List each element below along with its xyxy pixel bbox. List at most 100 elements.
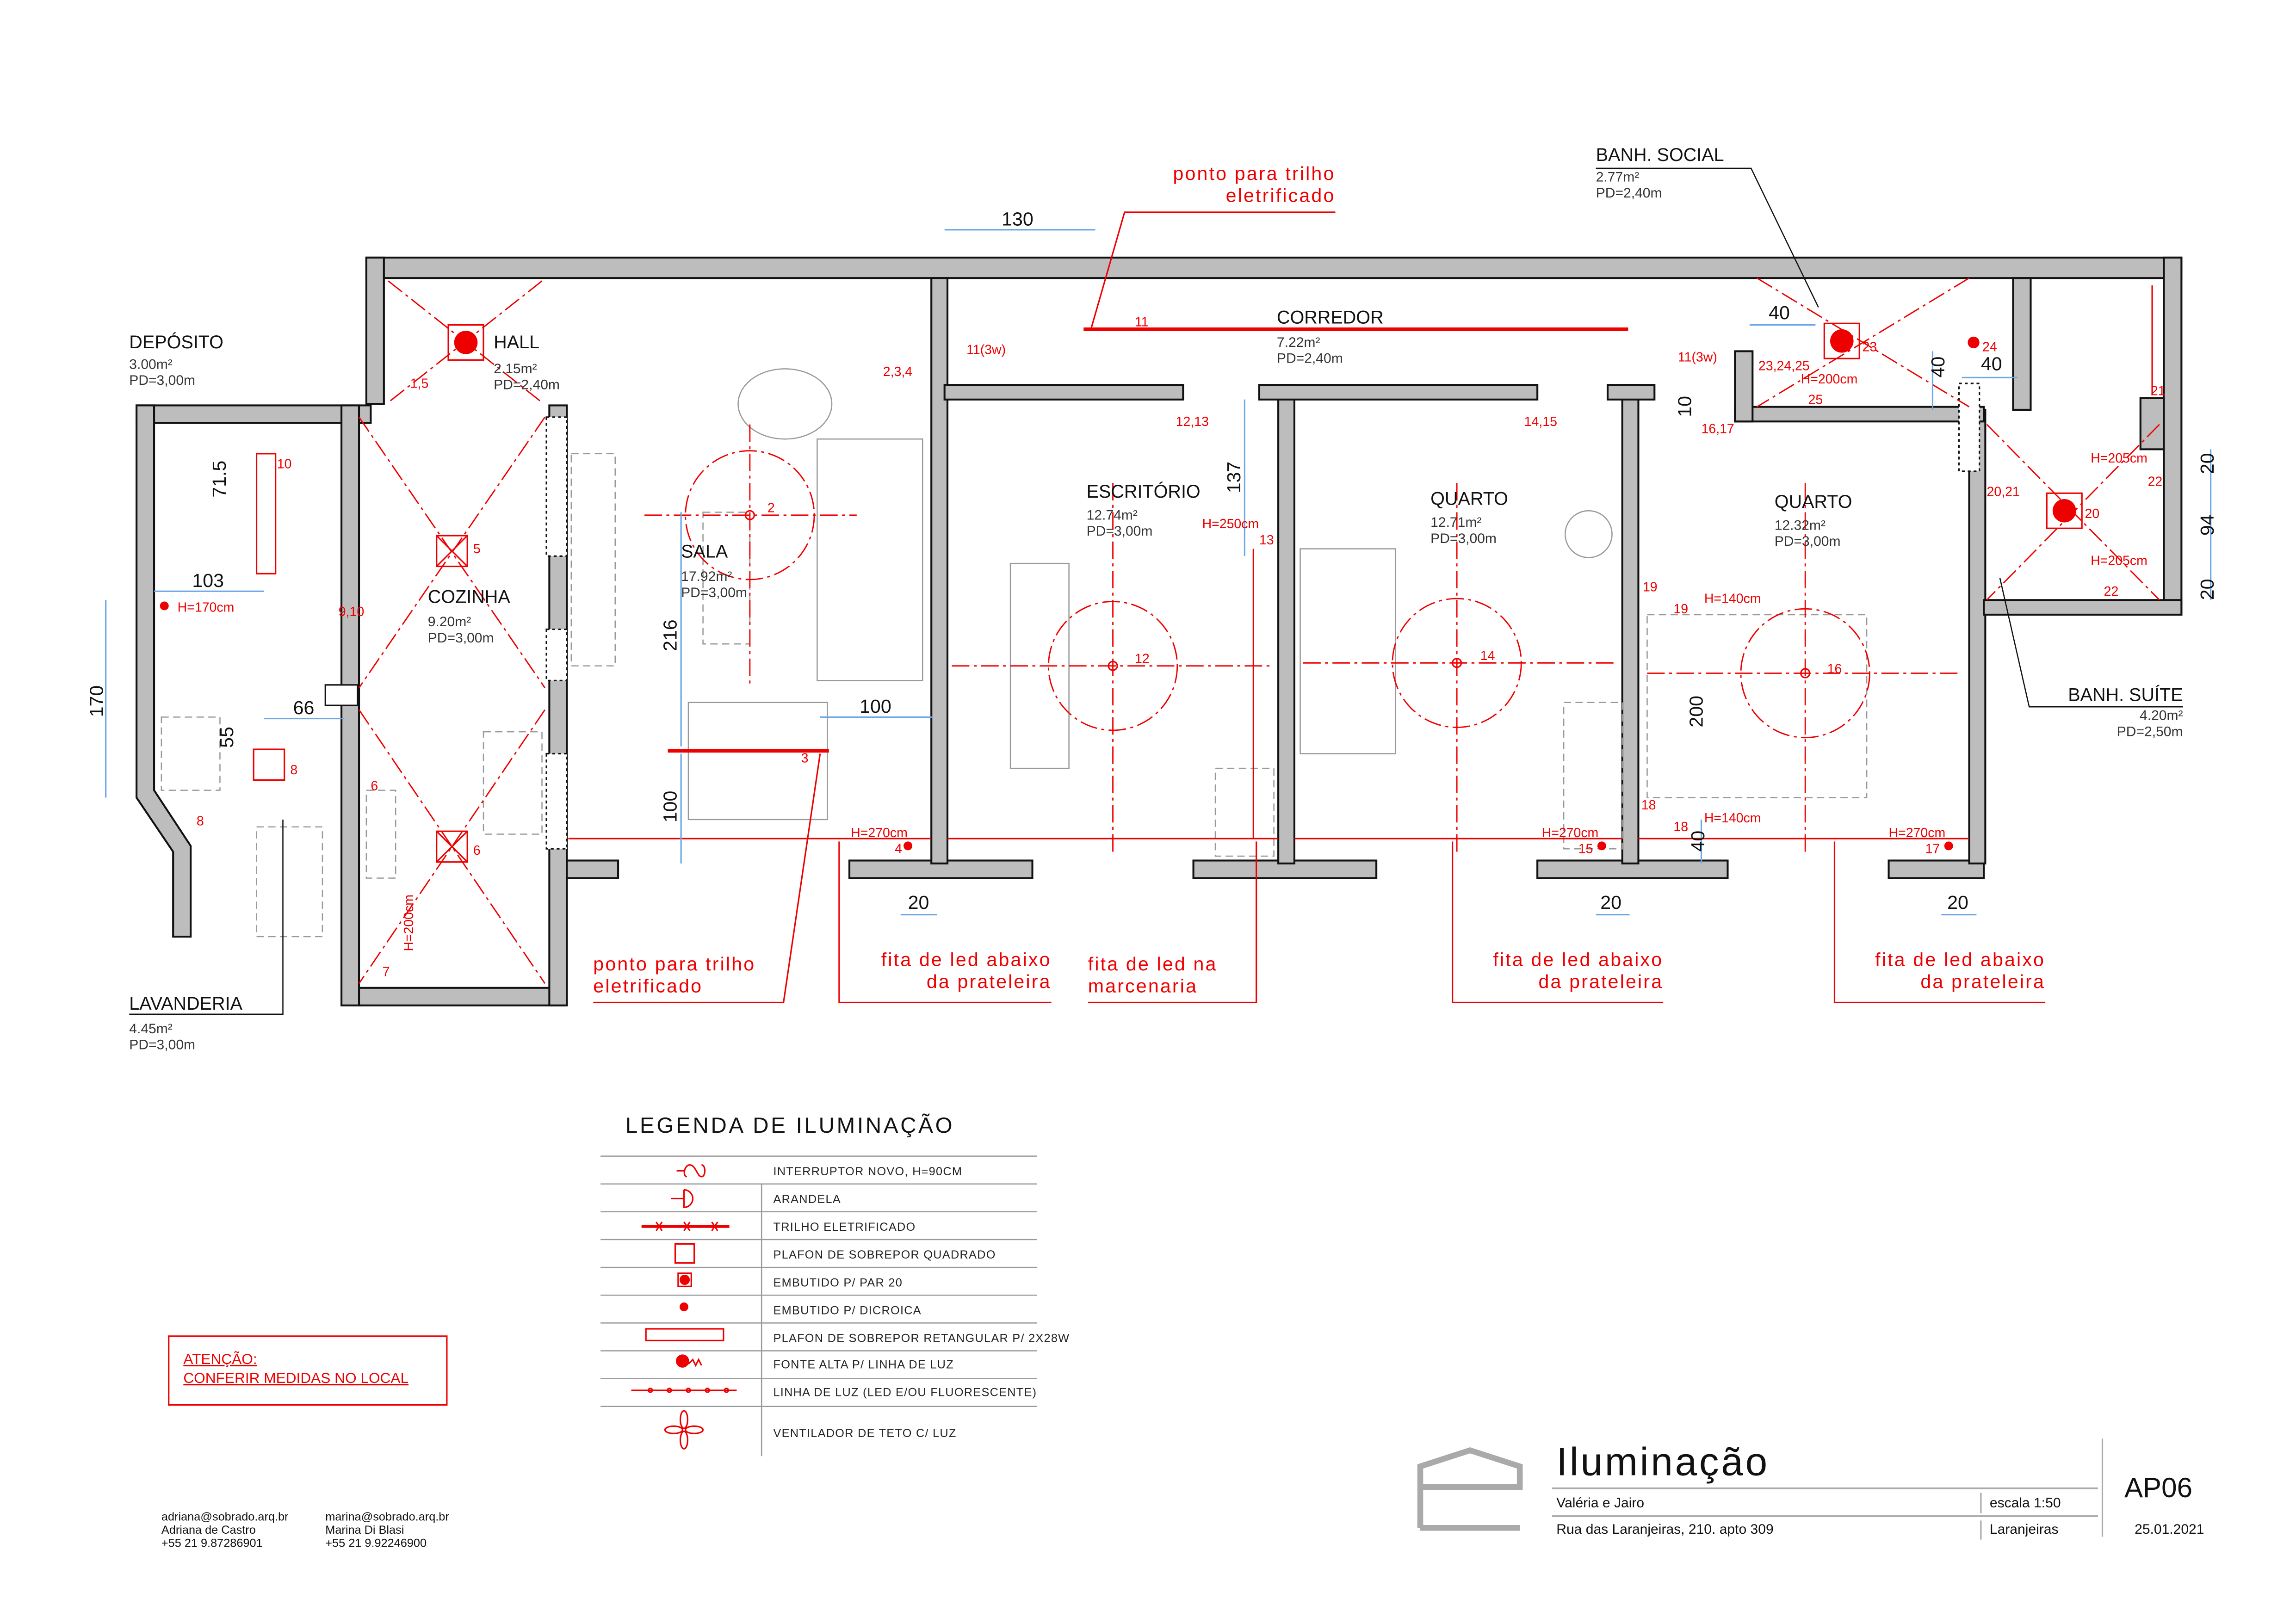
dimension: 20 (1600, 892, 1621, 913)
dimension: 40 (1927, 357, 1949, 378)
annotation-line: fita de led na (1088, 953, 1218, 975)
lighting-layout (160, 211, 2160, 1003)
rectangular-ceiling-light-icon (645, 1328, 724, 1341)
room-name: COZINHA (428, 587, 511, 607)
room-area: 12.74m² (1087, 507, 1138, 523)
annotation-line: fita de led abaixo (881, 949, 1052, 970)
room-ceiling-height: PD=3,00m (129, 373, 195, 388)
room-ceiling-height: PD=2,40m (1596, 185, 1662, 201)
contacts: adriana@sobrado.arq.br Adriana de Castro… (161, 1511, 449, 1550)
fixture-label: H=270cm (1542, 826, 1599, 840)
fixture-label: H=270cm (851, 826, 908, 840)
sobrado-logo (1417, 1447, 1523, 1528)
dimension: 216 (660, 619, 681, 651)
fixture-label: 6 (371, 779, 378, 794)
fixture-label: 2 (767, 500, 775, 515)
room-name: QUARTO (1430, 489, 1508, 509)
fixture-label: 12 (1135, 651, 1150, 666)
contact-phone: +55 21 9.92246900 (325, 1537, 427, 1549)
room-area: 2.15m² (494, 361, 537, 376)
room-name: QUARTO (1775, 492, 1852, 512)
fixture-label: 16,17 (1702, 422, 1734, 437)
room-area: 12.32m² (1775, 518, 1826, 533)
furniture (161, 368, 1868, 938)
dimension: 100 (660, 791, 681, 823)
contact-email: marina@sobrado.arq.br (325, 1511, 449, 1524)
light-line-led (568, 285, 2153, 839)
legend-label: EMBUTIDO P/ DICROICA (773, 1304, 921, 1317)
fixture-label: 19 (1643, 580, 1658, 594)
room-ceiling-height: PD=2,50m (2117, 724, 2183, 740)
fixture-label: 21 (2151, 383, 2166, 398)
fixture-label: 24 (1982, 339, 1997, 354)
dimension: 40 (1769, 302, 1790, 323)
room-labels: DEPÓSITO 3.00m² PD=3,00m HALL 2.15m² PD=… (129, 145, 2183, 1053)
fixture-label: 25 (1808, 392, 1823, 407)
fixture-label: 22 (2148, 474, 2163, 489)
dimension: 103 (192, 570, 224, 591)
fixture-label: 16 (1827, 661, 1842, 676)
fixture-label: 5 (473, 542, 481, 556)
power-supplies (160, 601, 1953, 851)
ceiling-fan-escritorio (952, 483, 1271, 857)
dimension: 94 (2197, 514, 2218, 536)
ceiling-fan-sala (644, 424, 857, 688)
dimension: 55 (216, 727, 237, 748)
room-ceiling-height: PD=3,00m (428, 630, 494, 646)
room-name: ESCRITÓRIO (1087, 481, 1201, 502)
annotation-line: marcenaria (1088, 975, 1198, 996)
legend-label: ARANDELA (773, 1193, 841, 1206)
fixture-label: H=170cm (178, 600, 235, 615)
dimension: 10 (1674, 396, 1695, 417)
fixture-label: 18 (1673, 820, 1688, 834)
warning-box: ATENÇÃO: CONFERIR MEDIDAS NO LOCAL (168, 1335, 448, 1406)
annotation-line: eletrificado (1226, 185, 1336, 206)
annotation-line: da prateleira (1920, 971, 2045, 992)
ceiling-fan-quarto-1 (1303, 483, 1615, 857)
fixture-label: H=140cm (1704, 811, 1761, 826)
room-ceiling-height: PD=3,00m (1430, 531, 1497, 546)
ceiling-fan-quarto-2 (1647, 483, 1962, 857)
annotation-line: ponto para trilho (593, 953, 755, 975)
walls (136, 256, 2183, 1006)
fixture-label: 23 (1863, 339, 1877, 354)
room-name: SALA (681, 542, 728, 562)
fixture-label: 8 (290, 763, 297, 778)
room-area: 7.22m² (1277, 335, 1320, 350)
callout-leaders (593, 211, 2046, 1003)
lighting-legend: LEGENDA DE ILUMINAÇÃO INTERRUPTOR NOVO, … (600, 1113, 1069, 1456)
fixture-label: 22 (2104, 584, 2119, 599)
fixture-label: 20,21 (1987, 485, 2020, 500)
contact-phone: +55 21 9.87286901 (161, 1537, 263, 1549)
annotation-line: ponto para trilho (1173, 163, 1335, 184)
fixture-label: 4 (895, 842, 902, 857)
banh-social-leader (1596, 167, 1819, 308)
fixture-label: 17 (1925, 842, 1940, 857)
dimension: 170 (86, 685, 107, 717)
drawing-title: Iluminação (1556, 1440, 1770, 1484)
fixture-label: H=205cm (2091, 451, 2147, 466)
dimension: 20 (2197, 579, 2218, 600)
track-icon (641, 1222, 730, 1231)
room-name: DEPÓSITO (129, 332, 223, 352)
legend-label: INTERRUPTOR NOVO, H=90CM (773, 1165, 962, 1178)
dimension: 20 (2197, 453, 2218, 474)
room-area: 2.77m² (1596, 169, 1640, 185)
fixture-label: H=270cm (1889, 826, 1946, 840)
legend-label: VENTILADOR DE TETO C/ LUZ (773, 1427, 956, 1440)
room-area: 12.71m² (1430, 515, 1481, 530)
warning-title: ATENÇÃO: (183, 1351, 257, 1367)
fixture-label: 23,24,25 (1758, 359, 1810, 374)
annotation-line: eletrificado (593, 975, 703, 996)
scale: escala 1:50 (1990, 1495, 2061, 1511)
room-area: 17.92m² (681, 569, 732, 584)
wall-sconce-icon (670, 1189, 693, 1208)
annotations: ponto para trilho eletrificado ponto par… (593, 163, 2045, 996)
light-line-icon (631, 1388, 737, 1393)
fixture-label: 9,10 (339, 605, 364, 619)
room-ceiling-height: PD=3,00m (1775, 534, 1841, 549)
fixture-label: H=250cm (1202, 517, 1259, 531)
fixture-label: 2,3,4 (883, 364, 912, 379)
room-name: BANH. SOCIAL (1596, 145, 1724, 165)
title-block: Iluminação Valéria e Jairo escala 1:50 R… (1417, 1438, 2204, 1540)
